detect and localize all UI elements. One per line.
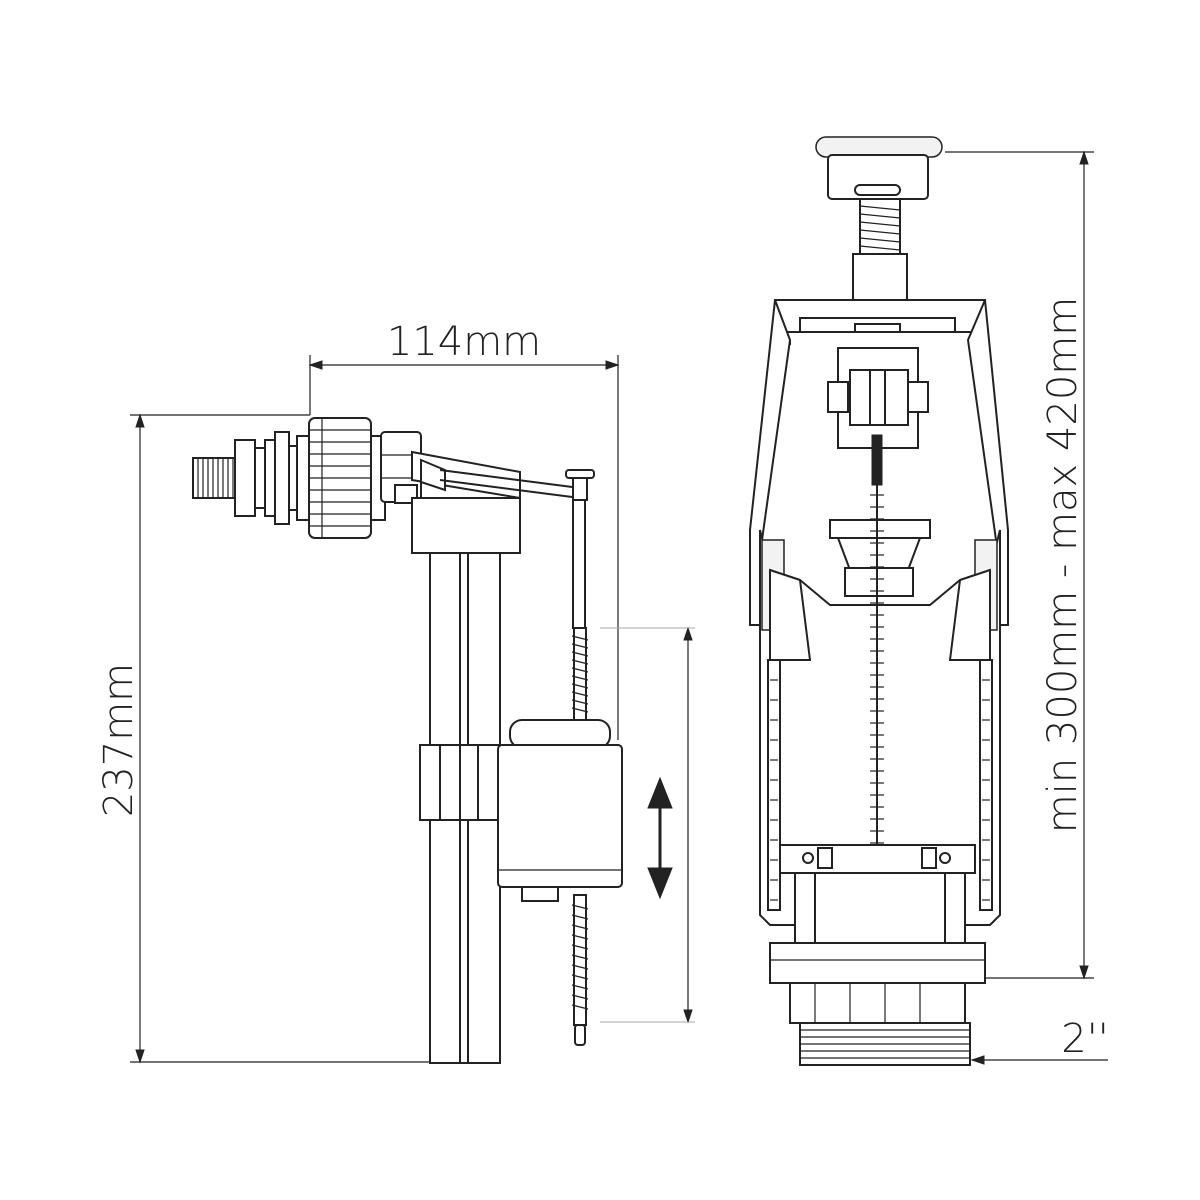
float-movement-arrow bbox=[647, 776, 673, 900]
float-clamp bbox=[419, 744, 501, 821]
width-label: 114mm bbox=[387, 319, 541, 365]
adjustment-rod bbox=[565, 469, 595, 1046]
height-label: 237mm bbox=[96, 663, 142, 817]
height-ratchet bbox=[767, 659, 993, 911]
fill-valve bbox=[192, 417, 623, 1064]
dimension-float-travel bbox=[600, 626, 695, 1024]
valve-body bbox=[411, 497, 521, 554]
back-nut bbox=[308, 417, 372, 539]
range-label: min 300mm - max 420mm bbox=[1040, 297, 1086, 833]
inlet-thread bbox=[192, 431, 310, 525]
valve-tube bbox=[759, 529, 1001, 926]
valve-base bbox=[769, 872, 986, 1024]
thread-label: 2'' bbox=[1061, 1016, 1108, 1062]
dimension-height-range: min 300mm - max 420mm bbox=[945, 150, 1094, 980]
dimension-237mm: 237mm bbox=[96, 413, 430, 1064]
push-button bbox=[815, 136, 943, 303]
dimension-114mm: 114mm bbox=[308, 319, 620, 740]
trigger-mechanism bbox=[827, 347, 929, 486]
lower-bracket bbox=[779, 844, 976, 874]
flush-valve bbox=[749, 136, 1009, 1066]
outlet-thread bbox=[799, 1022, 971, 1066]
dimension-2-inch: 2'' bbox=[970, 1016, 1109, 1065]
float bbox=[497, 719, 623, 902]
valve-head bbox=[370, 431, 581, 521]
cage-top bbox=[774, 299, 986, 333]
